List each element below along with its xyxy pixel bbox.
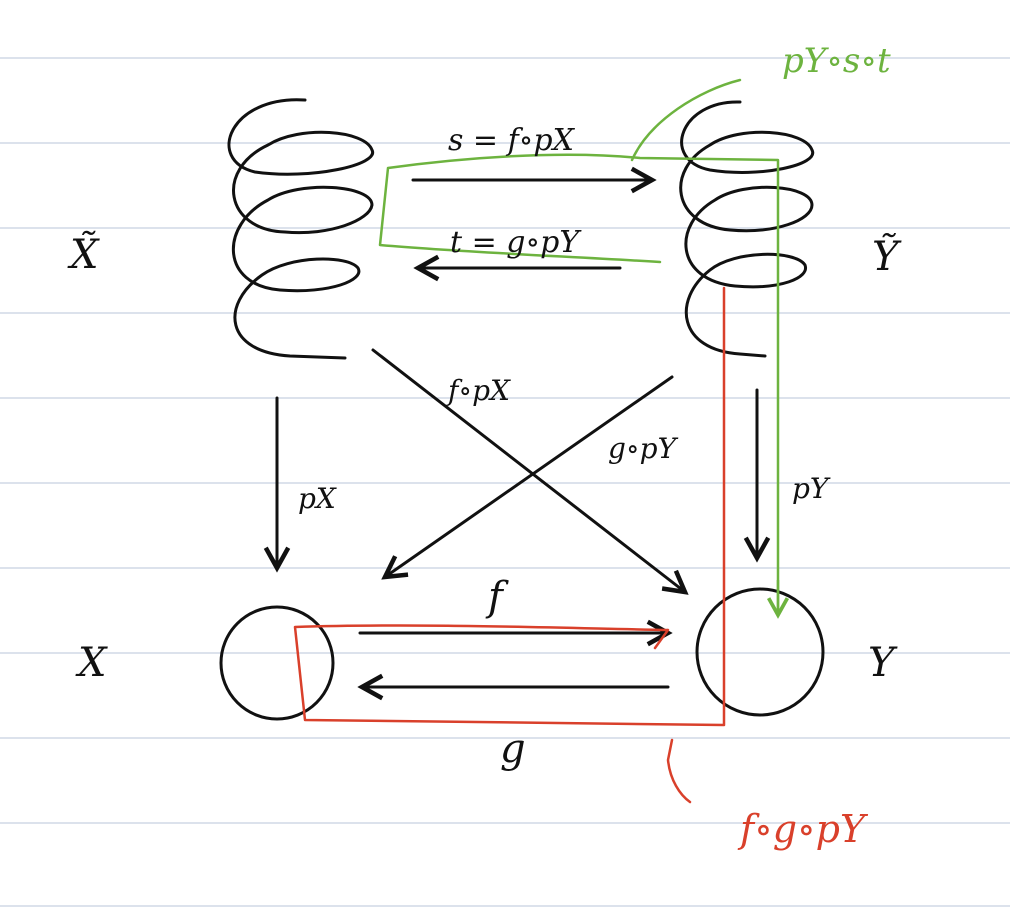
label-x-tilde: X̃	[67, 231, 100, 278]
label-f: f	[485, 574, 509, 620]
red-path-outline	[293, 286, 726, 804]
label-px: pX	[298, 482, 337, 515]
covering-space-x-spiral	[227, 98, 375, 360]
label-g-py: g∘pY	[608, 432, 679, 465]
label-t: t = g∘pY	[450, 225, 582, 260]
base-space-x-circle	[219, 605, 335, 721]
green-path-outline	[378, 78, 780, 617]
base-space-y-circle	[695, 587, 825, 717]
arrow-f-px	[371, 348, 685, 592]
label-green-path: pY∘s∘t	[782, 41, 891, 81]
label-f-px: f∘pX	[446, 374, 511, 407]
label-red-path: f∘g∘pY	[737, 807, 869, 851]
label-y-tilde: Ỹ	[872, 233, 902, 280]
label-x: X	[75, 640, 108, 686]
label-s: s = f∘pX	[448, 123, 576, 158]
arrow-g-py	[385, 375, 674, 577]
ruled-lines	[0, 57, 1010, 907]
label-g: g	[500, 726, 526, 772]
label-py: pY	[792, 472, 831, 505]
label-y: Y	[868, 640, 898, 686]
covering-space-y-spiral	[679, 100, 815, 358]
